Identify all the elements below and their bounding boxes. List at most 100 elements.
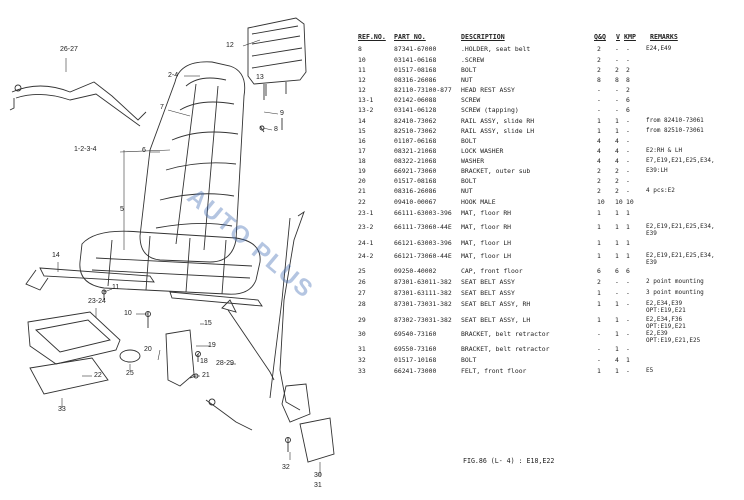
qty-kmp-cell: 1 bbox=[626, 356, 630, 364]
ref-cell: 15 bbox=[358, 127, 366, 135]
ref-cell: 25 bbox=[358, 267, 366, 275]
rail-lh bbox=[169, 291, 263, 307]
qty-kmp-cell: - bbox=[626, 147, 630, 155]
qty-v-cell: 8 bbox=[615, 76, 619, 84]
qty-kmp-cell: - bbox=[626, 187, 630, 195]
description-cell: BOLT bbox=[461, 356, 477, 364]
qty-cell: - bbox=[597, 106, 601, 114]
ref-cell: 30 bbox=[358, 330, 366, 338]
callout-11: 11 bbox=[112, 284, 120, 291]
callout-2-4: 2-4 bbox=[168, 72, 179, 79]
part-number-cell: 87302-73031-382 bbox=[394, 316, 452, 324]
ref-cell: 10 bbox=[358, 56, 366, 64]
ref-cell: 18 bbox=[358, 157, 366, 165]
remarks-cell: E2,E34,E39 OPT:E19,E21 bbox=[646, 300, 686, 314]
description-cell: MAT, floor RH bbox=[461, 223, 512, 231]
ref-cell: 20 bbox=[358, 177, 366, 185]
part-number-cell: 87301-63011-382 bbox=[394, 278, 452, 286]
part-number-cell: 66241-73000 bbox=[394, 367, 437, 375]
qty-v-cell: 1 bbox=[615, 127, 619, 135]
callout-13: 13 bbox=[256, 74, 264, 81]
qty-cell: 2 bbox=[597, 45, 601, 53]
qty-v-cell: - bbox=[615, 86, 619, 94]
remarks-cell: 2 point mounting bbox=[646, 278, 704, 285]
part-number-cell: 08321-21068 bbox=[394, 147, 437, 155]
qty-v-cell: - bbox=[615, 106, 619, 114]
qty-v-cell: 1 bbox=[615, 239, 619, 247]
ref-cell: 14 bbox=[358, 117, 366, 125]
description-cell: BOLT bbox=[461, 137, 477, 145]
callout-19: 19 bbox=[208, 342, 216, 349]
description-cell: LOCK WASHER bbox=[461, 147, 504, 155]
header-qty: Q&Q bbox=[594, 33, 606, 41]
qty-v-cell: 4 bbox=[615, 137, 619, 145]
ref-cell: 13-2 bbox=[358, 106, 374, 114]
ref-cell: 22 bbox=[358, 198, 366, 206]
felt-floor bbox=[29, 357, 109, 395]
qty-v-cell: 1 bbox=[615, 367, 619, 375]
ref-cell: 24-2 bbox=[358, 252, 374, 260]
qty-v-cell: 2 bbox=[615, 167, 619, 175]
qty-kmp-cell: 1 bbox=[626, 223, 630, 231]
qty-kmp-cell: - bbox=[626, 157, 630, 165]
ref-cell: 24-1 bbox=[358, 239, 374, 247]
header-ref: REF.NO. bbox=[358, 33, 386, 41]
qty-kmp-cell: 10 bbox=[626, 198, 634, 206]
description-cell: BRACKET, belt retractor bbox=[461, 330, 550, 338]
callout-18: 18 bbox=[200, 358, 208, 365]
description-cell: MAT, floor LH bbox=[461, 239, 512, 247]
qty-kmp-cell: 1 bbox=[626, 239, 630, 247]
qty-v-cell: 1 bbox=[615, 330, 619, 338]
remarks-cell: E7,E19,E21,E25,E34, bbox=[646, 157, 715, 164]
ref-cell: 23-1 bbox=[358, 209, 374, 217]
qty-cell: - bbox=[597, 330, 601, 338]
description-cell: NUT bbox=[461, 76, 473, 84]
qty-cell: 2 bbox=[597, 278, 601, 286]
belt-28-29 bbox=[279, 210, 305, 411]
description-cell: CAP, front floor bbox=[461, 267, 523, 275]
part-number-cell: 66111-73060-44E bbox=[394, 223, 452, 231]
callout-5: 5 bbox=[120, 206, 124, 213]
description-cell: RAIL ASSY, slide LH bbox=[461, 127, 535, 135]
qty-cell: - bbox=[597, 96, 601, 104]
qty-cell: 2 bbox=[597, 167, 601, 175]
part-number-cell: 02142-06088 bbox=[394, 96, 437, 104]
callout-14: 14 bbox=[52, 252, 60, 259]
qty-kmp-cell: - bbox=[626, 367, 630, 375]
qty-v-cell: 2 bbox=[615, 66, 619, 74]
description-cell: SEAT BELT ASSY bbox=[461, 289, 515, 297]
qty-v-cell: - bbox=[615, 278, 619, 286]
remarks-cell: E2,E39 OPT:E19,E21,E25 bbox=[646, 330, 701, 344]
callout-31: 31 bbox=[314, 482, 322, 489]
qty-cell: 6 bbox=[597, 267, 601, 275]
remarks-cell: 3 point mounting bbox=[646, 289, 704, 296]
qty-cell: 1 bbox=[597, 367, 601, 375]
qty-kmp-cell: 2 bbox=[626, 86, 630, 94]
callout-1-2-3-4: 1-2-3-4 bbox=[74, 146, 97, 153]
qty-cell: 2 bbox=[597, 187, 601, 195]
description-cell: BRACKET, outer sub bbox=[461, 167, 531, 175]
qty-kmp-cell: - bbox=[626, 45, 630, 53]
qty-v-cell: 1 bbox=[615, 223, 619, 231]
header-remarks: REMARKS bbox=[650, 33, 678, 41]
retractor bbox=[281, 383, 311, 423]
callout-12: 12 bbox=[226, 42, 234, 49]
qty-v-cell: 2 bbox=[615, 177, 619, 185]
qty-kmp-cell: - bbox=[626, 278, 630, 286]
ref-cell: 16 bbox=[358, 137, 366, 145]
callout-15: 15 bbox=[204, 320, 212, 327]
part-number-cell: 87301-73031-382 bbox=[394, 300, 452, 308]
